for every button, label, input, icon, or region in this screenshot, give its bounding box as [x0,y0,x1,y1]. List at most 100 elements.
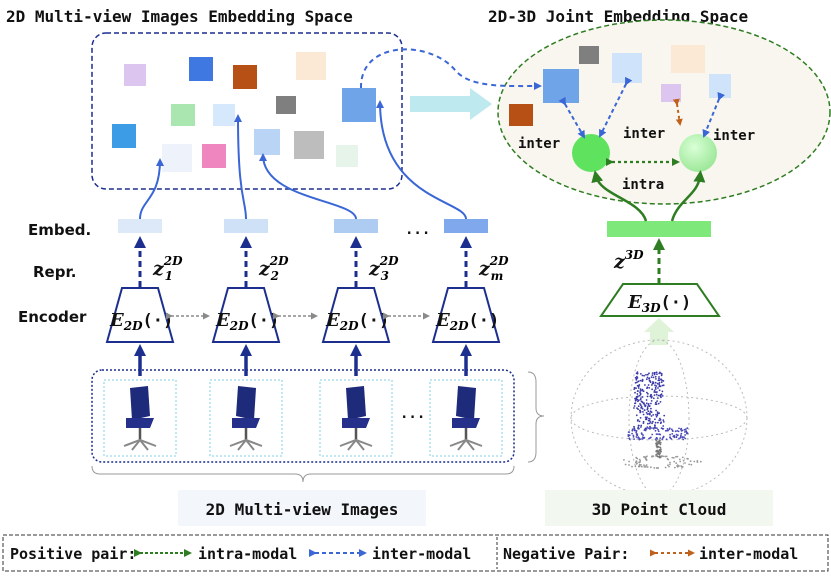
encoder-2d-label: E2D(·) [435,310,499,333]
chair-seat-icon [232,418,260,428]
point-cloud-dot [645,417,647,419]
point-cloud-dot [638,463,641,466]
point-cloud-dot [686,432,688,435]
point-cloud-dot [641,407,644,410]
point-cloud-dot [643,464,645,467]
point-cloud-dot [699,460,702,463]
legend-inter: inter-modal [372,545,471,563]
point-cloud-dot [646,406,649,408]
point-cloud-dot [631,432,633,435]
point-cloud-dot [673,435,675,437]
point-cloud-dot [660,448,662,451]
embed-to-space-arrow [139,158,164,220]
point-cloud-dot [654,421,657,424]
point-cloud-dot [639,460,642,462]
point-cloud-dot [647,384,650,386]
point-cloud-dot [645,402,648,405]
point-cloud-dot [639,388,642,391]
embedding-square [189,57,213,81]
embedding-square [509,104,533,126]
point-cloud-dot [633,405,636,407]
images-bracket [91,465,515,483]
point-cloud-dot [656,400,658,402]
embed-bar [444,219,488,233]
chair-base-icon [123,438,157,451]
point-cloud-dot [658,377,660,380]
point-cloud-dot [659,385,662,388]
point-cloud-dot [656,414,659,417]
caption-images: 2D Multi-view Images [206,500,399,519]
point-cloud-dot [677,430,680,433]
point-cloud-dot [637,399,640,402]
point-cloud-dot [690,463,693,466]
point-cloud-dot [628,437,631,440]
point-cloud-dot [636,381,638,384]
point-cloud-dot [636,396,639,398]
side-bracket [527,371,545,463]
point-cloud-dot [657,433,659,436]
point-cloud-dot [634,399,637,402]
chair-seat-icon [342,418,370,428]
point-cloud-dot [651,372,654,374]
point-cloud-dot [655,385,658,387]
point-cloud-dot [649,413,651,416]
point-cloud-dot [656,427,658,429]
point-cloud-dot [646,407,649,410]
point-cloud-dot [648,377,651,380]
point-cloud-dot [671,456,674,459]
cross-space-dashed-arrow [359,48,542,91]
point-cloud-dot [680,428,682,431]
point-cloud-dot [623,459,625,461]
point-cloud-dot [666,429,668,432]
point-cloud-dot [644,418,647,421]
point-cloud-dot [655,393,658,396]
point-cloud-dot [657,379,660,382]
point-cloud-dot [642,422,645,424]
caption-point-cloud: 3D Point Cloud [592,500,727,519]
point-cloud-dot [652,427,654,429]
embedding-square [294,131,324,159]
legend-intra: intra-modal [198,545,297,563]
point-cloud-dot [637,408,639,411]
point-cloud-dot [665,455,668,458]
point-cloud-dot [639,390,642,392]
point-cloud-dot [669,463,671,466]
point-cloud-dot [660,450,662,453]
point-cloud-dot [659,401,662,403]
point-cloud-dot [660,378,662,381]
point-cloud-dot [655,439,658,442]
point-cloud-dot [628,431,631,433]
point-cloud-dot [660,374,663,377]
chair-base-icon [339,438,373,451]
point-cloud-dot [662,380,665,382]
embedding-square [162,144,192,172]
point-cloud-dot [641,401,644,404]
point-cloud-dot [656,452,659,455]
repr-3d: z3D [613,248,644,273]
caption-pointcloud-bg [545,490,773,526]
point-cloud-dot [659,441,662,444]
point-cloud-dot [641,465,643,468]
point-cloud-dot [653,394,656,396]
point-cloud-dot [640,397,642,399]
embedding-square [709,74,731,98]
point-cloud-dot [646,387,648,390]
point-cloud-dot [639,409,641,412]
point-cloud-dot [643,436,646,439]
point-cloud-dot [635,436,638,438]
point-cloud-dot [645,427,648,430]
point-cloud-dot [632,434,635,437]
point-cloud-dot [649,437,651,439]
encoder-2d-label: E2D(·) [109,310,173,333]
point-cloud-dot [649,425,651,428]
point-cloud-dot [663,414,666,417]
title-2d-embedding-space: 2D Multi-view Images Embedding Space [6,7,353,26]
embed-to-space-arrow [259,153,357,220]
embed-bar [334,219,378,233]
point-cloud-dot [654,388,657,390]
